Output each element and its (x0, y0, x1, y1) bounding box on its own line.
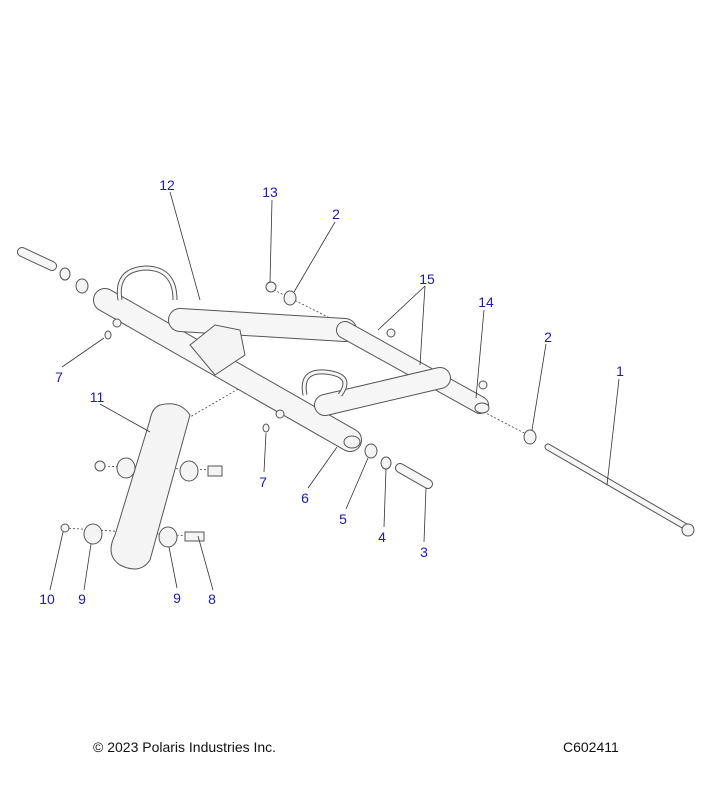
callout-14: 14 (478, 294, 494, 310)
leader-lines (49, 191, 620, 591)
hardware (17, 247, 695, 537)
callout-5: 5 (339, 511, 347, 527)
callout-8: 8 (208, 591, 216, 607)
callout-1: 1 (616, 363, 624, 379)
callout-9: 9 (173, 590, 181, 606)
callout-12: 12 (159, 177, 175, 193)
callout-7: 7 (55, 369, 63, 385)
diagram-id: C602411 (563, 739, 619, 755)
callout-13: 13 (262, 184, 278, 200)
swing-arm-frame (93, 265, 490, 452)
callout-6: 6 (301, 490, 309, 506)
callout-3: 3 (420, 544, 428, 560)
callout-11: 11 (89, 389, 105, 405)
callout-2: 2 (332, 206, 340, 222)
callout-4: 4 (378, 529, 386, 545)
link-arm (60, 403, 223, 570)
copyright-text: © 2023 Polaris Industries Inc. (93, 739, 277, 755)
callout-9: 9 (78, 591, 86, 607)
callout-10: 10 (39, 591, 55, 607)
callout-7: 7 (259, 474, 267, 490)
callout-15: 15 (419, 271, 435, 287)
callout-2: 2 (544, 329, 552, 345)
